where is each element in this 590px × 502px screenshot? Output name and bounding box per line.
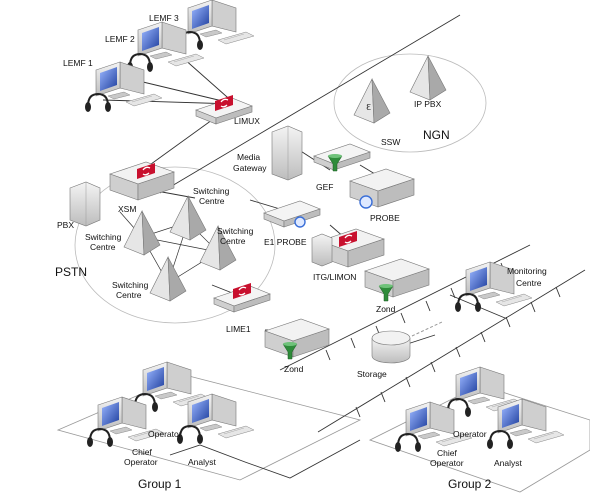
monitoring-centre-label-2: Centre [516, 278, 542, 288]
ssw-pyramid [353, 78, 391, 124]
probe-label: PROBE [370, 213, 400, 223]
e1-probe-lens-icon [294, 216, 306, 228]
media-gateway-device [271, 125, 303, 181]
group1-title: Group 1 [138, 477, 182, 491]
gef-label: GEF [316, 182, 333, 192]
itg-limon-label: ITG/LIMON [313, 272, 356, 282]
lemf3-workstation [176, 0, 255, 51]
switching-centre-bottom-label-2: Centre [116, 290, 142, 300]
ngn-cloud-outline [333, 53, 487, 153]
monitoring-centre-label-1: Monitoring [507, 266, 547, 276]
group1-analyst-label: Analyst [188, 457, 217, 467]
pstn-label: PSTN [55, 265, 87, 279]
group1-chief-label-2: Operator [124, 457, 158, 467]
lemf2-label: LEMF 2 [105, 34, 135, 44]
zond-left-device [264, 318, 330, 358]
group2-chief-label-1: Chief [437, 448, 457, 458]
switching-centre-bottom [149, 256, 187, 302]
e1-probe-label: E1 PROBE [264, 237, 307, 247]
zond-left-label: Zond [284, 364, 304, 374]
xsm-label: XSM [118, 204, 136, 214]
pbx-tower [69, 181, 101, 227]
storage-cylinder [371, 330, 411, 364]
zond-right-device [364, 258, 430, 298]
switching-centre-left-label-1: Switching [85, 232, 122, 242]
switching-centre-left-label-2: Centre [90, 242, 116, 252]
group1-chief-label-1: Chief [132, 447, 152, 457]
e1-probe-device [263, 200, 321, 228]
group2-chief-operator-workstation [394, 401, 473, 453]
group2-operator-label: Operator [453, 429, 487, 439]
ngn-label: NGN [423, 128, 450, 142]
switching-centre-right-label-2: Centre [220, 236, 246, 246]
probe-lens-icon [359, 195, 373, 209]
group2-title: Group 2 [448, 477, 492, 491]
storage-label: Storage [357, 369, 387, 379]
limux-label: LIMUX [234, 116, 260, 126]
media-gateway-label-1: Media [237, 152, 260, 162]
ip-pbx-pyramid [409, 55, 447, 101]
switching-centre-bottom-label-1: Switching [112, 280, 149, 290]
switching-centre-top-label-1: Switching [193, 186, 230, 196]
switching-centre-top-label-2: Centre [199, 196, 225, 206]
ip-pbx-label: IP PBX [414, 99, 442, 109]
group1-operator-label: Operator [148, 429, 182, 439]
switching-centre-right-label-1: Switching [217, 226, 254, 236]
pstn-cloud-outline [74, 166, 276, 324]
group2-analyst-label: Analyst [494, 458, 523, 468]
svg-text:ℇ: ℇ [366, 102, 372, 112]
media-gateway-label-2: Gateway [233, 163, 267, 173]
lemf1-label: LEMF 1 [63, 58, 93, 68]
ssw-label: SSW [381, 137, 400, 147]
ssw-symbol-icon: ℇ [366, 102, 372, 112]
pbx-label: PBX [57, 220, 74, 230]
itg-limon-tower [311, 233, 333, 267]
zond-right-label: Zond [376, 304, 396, 314]
lime1-label: LIME1 [226, 324, 251, 334]
group2-chief-label-2: Operator [430, 458, 464, 468]
lemf3-label: LEMF 3 [149, 13, 179, 23]
